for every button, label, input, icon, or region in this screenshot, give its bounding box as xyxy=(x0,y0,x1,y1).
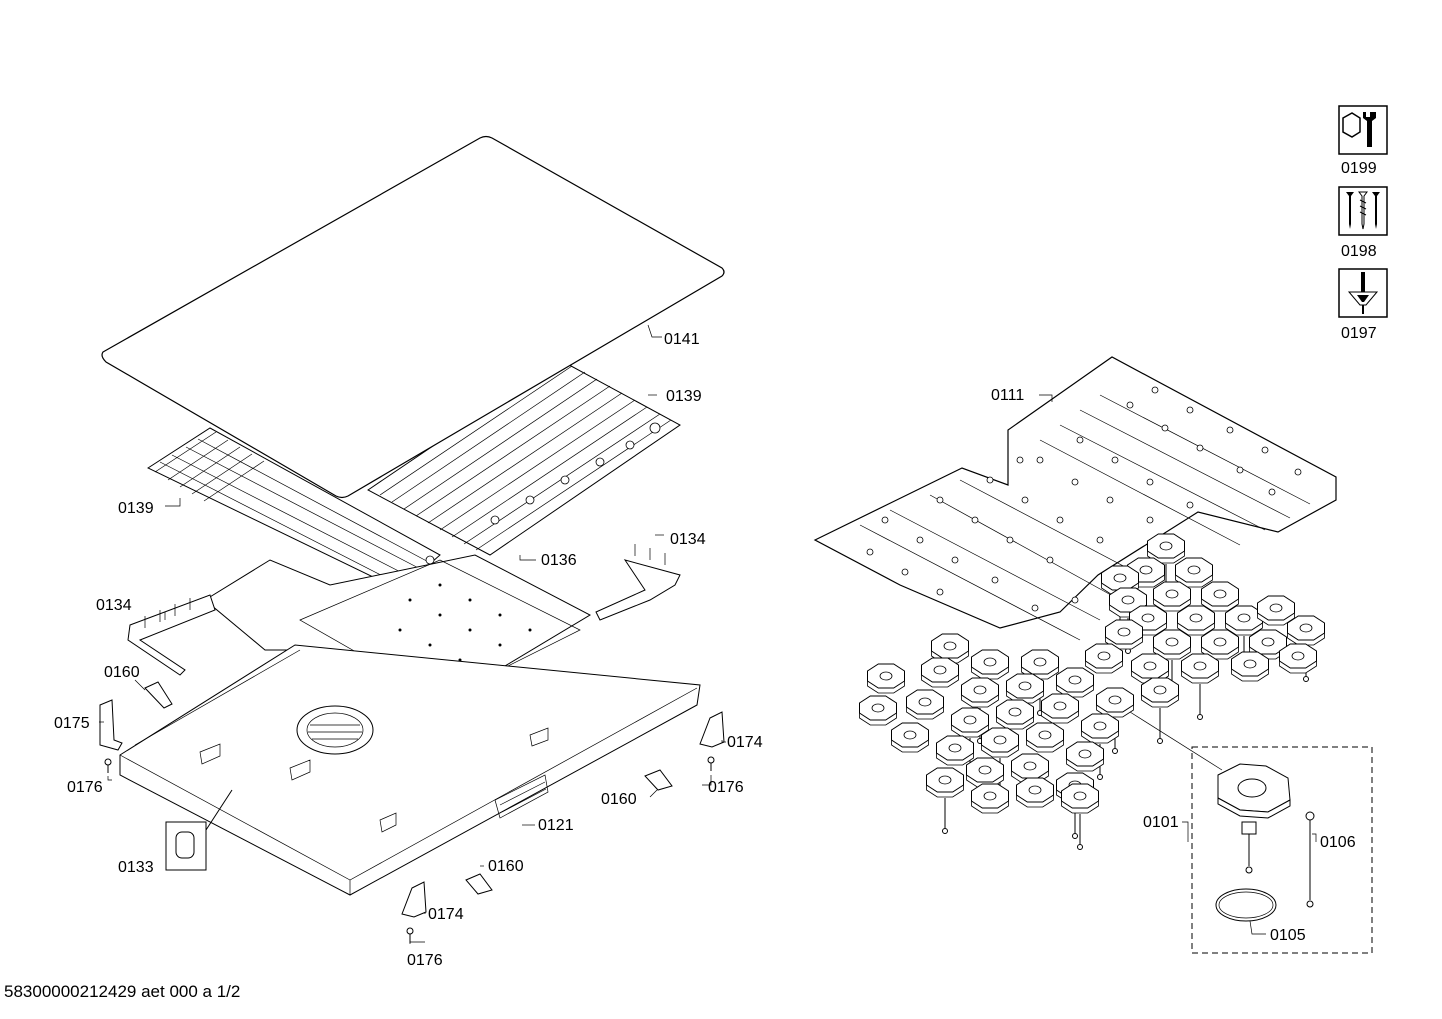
part-0174-bottom xyxy=(401,881,427,918)
coil-module xyxy=(859,695,897,726)
coil-module xyxy=(1081,713,1119,780)
clip-0160-mid xyxy=(644,769,673,791)
coil-module xyxy=(1201,581,1239,612)
label-0176-right[interactable]: 0176 xyxy=(708,779,744,796)
coil-module xyxy=(1056,667,1094,698)
label-0133[interactable]: 0133 xyxy=(118,859,154,876)
coil-module xyxy=(1249,629,1287,660)
detail-box-0101 xyxy=(1129,711,1373,954)
screw-0176-bottom xyxy=(406,927,414,943)
coil-module xyxy=(921,657,959,688)
coil-module xyxy=(1011,753,1049,784)
detail-box-0133 xyxy=(165,789,233,871)
screw-0176-left xyxy=(104,758,112,773)
coil-module xyxy=(1061,783,1099,850)
coil-module xyxy=(996,699,1034,730)
bracket-right-0134 xyxy=(595,544,681,621)
fan-opening xyxy=(296,705,374,755)
rail-bundle-left-0139 xyxy=(146,427,441,607)
coil-module xyxy=(906,689,944,720)
coil-module xyxy=(1021,649,1059,716)
label-0134-left[interactable]: 0134 xyxy=(96,597,132,614)
coil-module xyxy=(936,735,974,766)
base-housing-0121 xyxy=(119,644,701,896)
wrench-nut-icon xyxy=(1342,112,1376,147)
coil-module xyxy=(1153,629,1191,696)
label-0121[interactable]: 0121 xyxy=(538,817,574,834)
part-0175 xyxy=(99,699,123,751)
coil-module xyxy=(1177,605,1215,636)
coil-module xyxy=(951,707,989,774)
tool-label-0198: 0198 xyxy=(1341,243,1377,260)
coil-module xyxy=(1287,615,1325,682)
coil-module xyxy=(1201,629,1239,660)
label-0139-left[interactable]: 0139 xyxy=(118,500,154,517)
coil-module xyxy=(981,727,1019,794)
tool-icon-0199[interactable]: 0199 xyxy=(1338,105,1388,177)
label-0134-right[interactable]: 0134 xyxy=(670,531,706,548)
bracket-left-0134 xyxy=(127,594,216,676)
tool-icon-0198[interactable]: 0198 xyxy=(1338,186,1388,260)
coil-module xyxy=(1181,653,1219,720)
label-0176-bottom[interactable]: 0176 xyxy=(407,952,443,969)
coil-module xyxy=(1279,643,1317,674)
coil-module xyxy=(1153,581,1191,612)
coil-module xyxy=(1006,673,1044,704)
induction-coil-array xyxy=(859,533,1325,850)
part-0174-right xyxy=(699,711,725,748)
screws-icon xyxy=(1346,191,1380,230)
coil-module xyxy=(1041,693,1079,724)
tool-label-0197: 0197 xyxy=(1341,325,1377,342)
label-0139-top[interactable]: 0139 xyxy=(666,388,702,405)
coil-module xyxy=(1131,653,1169,684)
label-0136[interactable]: 0136 xyxy=(541,552,577,569)
clip-0160-bottom xyxy=(465,873,493,895)
coil-module xyxy=(971,649,1009,680)
label-0101[interactable]: 0101 xyxy=(1143,814,1179,831)
leader-lines xyxy=(99,324,1317,944)
coil-module xyxy=(1231,651,1269,682)
coil-module xyxy=(971,783,1009,814)
cable-ring-0105 xyxy=(1215,888,1277,922)
label-0160-mid[interactable]: 0160 xyxy=(601,791,637,808)
screwdriver-icon xyxy=(1347,272,1379,314)
coil-module xyxy=(966,757,1004,788)
label-0160-left[interactable]: 0160 xyxy=(104,664,140,681)
label-0105[interactable]: 0105 xyxy=(1270,927,1306,944)
label-0176-left[interactable]: 0176 xyxy=(67,779,103,796)
coil-module-detail xyxy=(1217,763,1291,874)
screw-0176-right xyxy=(707,756,715,771)
part-labels: 0141 0139 0139 0136 0134 0134 0160 0175 … xyxy=(54,331,1356,969)
sensor-rod-0106 xyxy=(1305,811,1315,908)
label-0160-bottom[interactable]: 0160 xyxy=(488,858,524,875)
document-id: 58300000212429 aet 000 a 1/2 xyxy=(4,982,241,1001)
label-0174-right[interactable]: 0174 xyxy=(727,734,763,751)
coil-module xyxy=(867,663,905,694)
insulation-sheet-0111 xyxy=(813,356,1337,641)
coil-module xyxy=(931,633,969,664)
coil-module xyxy=(1016,777,1054,808)
coil-module xyxy=(1141,677,1179,744)
clip-0160-left xyxy=(144,681,173,709)
label-0141[interactable]: 0141 xyxy=(664,331,700,348)
coil-module xyxy=(1105,619,1143,650)
label-0106[interactable]: 0106 xyxy=(1320,834,1356,851)
coil-module xyxy=(891,722,929,753)
label-0111[interactable]: 0111 xyxy=(991,387,1024,404)
label-0175[interactable]: 0175 xyxy=(54,715,90,732)
glass-top-panel-0141 xyxy=(101,135,725,499)
coil-module xyxy=(1257,595,1295,626)
coil-module xyxy=(1225,605,1263,672)
label-0174-bottom[interactable]: 0174 xyxy=(428,906,464,923)
coil-module xyxy=(926,767,964,834)
coil-module xyxy=(1085,643,1123,674)
coil-module xyxy=(1066,741,1104,772)
coil-module xyxy=(1175,557,1213,588)
coil-module xyxy=(1026,722,1064,753)
tool-icon-0197[interactable]: 0197 xyxy=(1338,268,1388,342)
tool-label-0199: 0199 xyxy=(1341,160,1377,177)
